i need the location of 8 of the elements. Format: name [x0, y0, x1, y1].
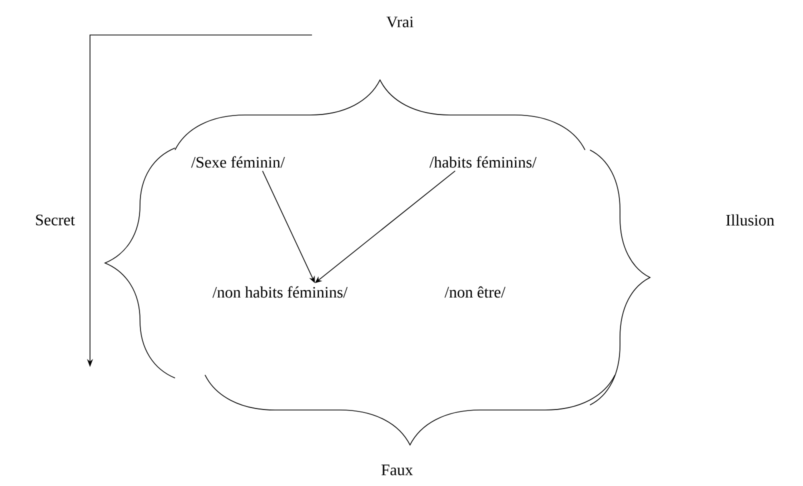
axis-label: Vrai [386, 16, 414, 28]
term-label: /habits féminins/ [429, 156, 537, 168]
term-label: /non habits féminins/ [212, 286, 348, 298]
term-label: /Sexe féminin/ [191, 156, 285, 168]
term-label: /non être/ [444, 286, 506, 298]
axis-label: Faux [381, 464, 413, 476]
axis-label: Secret [36, 214, 75, 226]
axis-label: Illusion [726, 214, 774, 226]
